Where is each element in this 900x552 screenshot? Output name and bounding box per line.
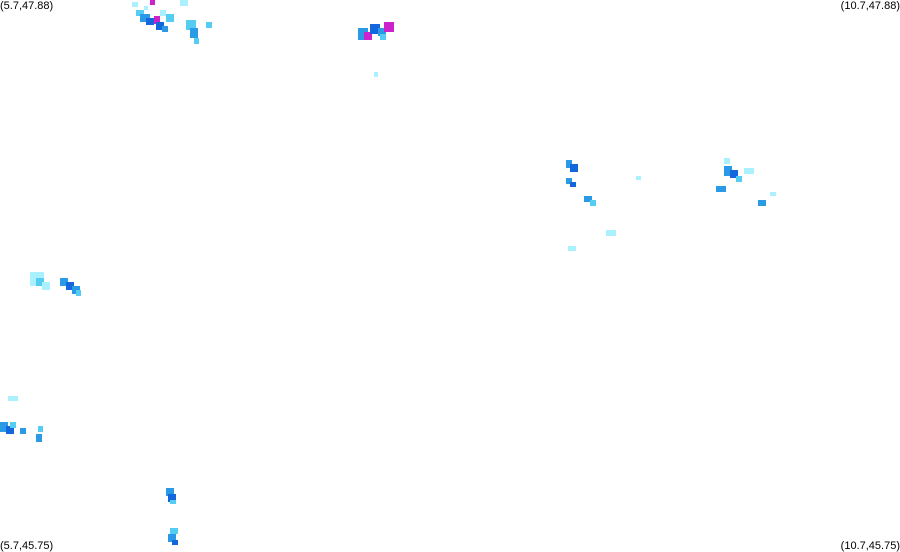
precip-cluster-south [166, 488, 178, 545]
precip-cluster-north-center [358, 22, 394, 77]
corner-label-bottom-right: (10.7,45.75) [840, 540, 900, 552]
precip-cluster-southwest [0, 396, 43, 442]
corner-label-bottom-left: (5.7,45.75) [0, 540, 54, 552]
corner-label-top-right: (10.7,47.88) [840, 0, 900, 12]
precip-cluster-east [566, 158, 776, 251]
precip-cluster-northwest [132, 0, 212, 44]
corner-label-top-left: (5.7,47.88) [0, 0, 54, 12]
precip-cluster-west [30, 272, 81, 296]
